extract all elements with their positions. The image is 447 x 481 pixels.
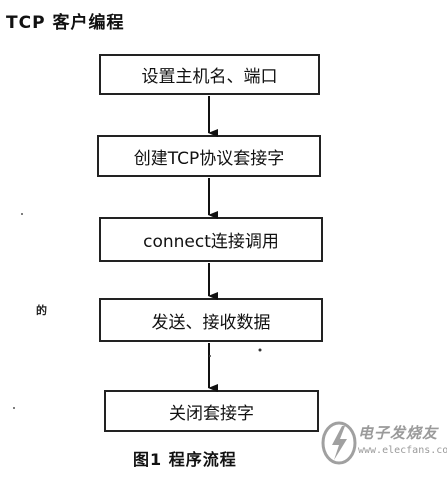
lightning-bolt-icon: [321, 421, 357, 465]
diagram-title: TCP 客户编程: [6, 13, 125, 33]
watermark-brand: 电子发烧友: [358, 424, 439, 442]
flow-step-close-socket: 关闭套接字: [104, 390, 319, 432]
figure-caption: 图1 程序流程: [133, 450, 237, 469]
speck: [21, 213, 23, 215]
speck: [258, 348, 262, 352]
flow-step-create-socket: 创建TCP协议套接字: [97, 135, 321, 177]
flow-step-connect: connect连接调用: [99, 217, 323, 262]
watermark-url: www.elecfans.com: [358, 445, 447, 456]
flow-step-set-host-port: 设置主机名、端口: [99, 54, 320, 95]
flow-step-send-receive: 发送、接收数据: [99, 298, 323, 342]
stray-scan-mark: 的: [36, 304, 47, 317]
watermark: 电子发烧友 www.elecfans.com: [318, 416, 447, 476]
speck: [13, 407, 15, 409]
speck: [209, 355, 211, 357]
